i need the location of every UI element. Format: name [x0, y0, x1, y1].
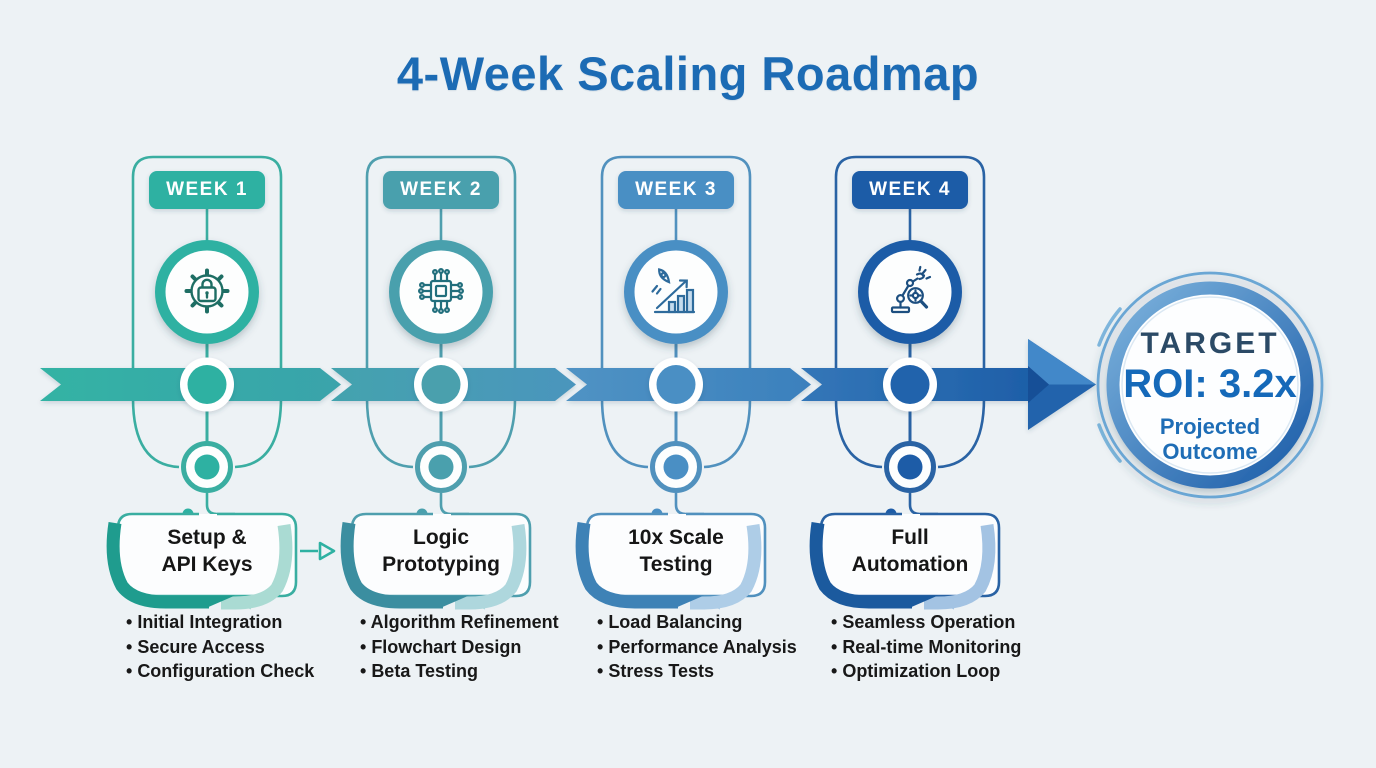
task-item: Algorithm Refinement [360, 610, 610, 635]
milestone-line: Automation [851, 553, 969, 576]
target-text-block: TARGET ROI: 3.2x Projected Outcome [1100, 327, 1320, 464]
week-2-milestone-label: Logic Prototyping [351, 524, 531, 578]
task-item: Real-time Monitoring [831, 635, 1081, 660]
target-subtitle: Projected Outcome [1159, 414, 1261, 464]
task-item: Configuration Check [126, 659, 376, 684]
week-4-task-list: Seamless Operation Real-time Monitoring … [831, 610, 1081, 684]
milestone-line: Full [891, 526, 929, 549]
week-2-badge: WEEK 2 [400, 179, 482, 200]
week-1-milestone-label: Setup & API Keys [117, 524, 297, 578]
milestone-boxes [106, 512, 1001, 610]
week-3-task-list: Load Balancing Performance Analysis Stre… [597, 610, 847, 684]
week-2-frame [365, 155, 517, 398]
task-item: Stress Tests [597, 659, 847, 684]
week-1-frame [131, 155, 283, 398]
task-item: Beta Testing [360, 659, 610, 684]
task-item: Secure Access [126, 635, 376, 660]
task-item: Optimization Loop [831, 659, 1081, 684]
rocket-growth-icon [651, 268, 696, 314]
week-4-column [834, 155, 986, 469]
target-badge [1096, 271, 1324, 499]
milestone-line: 10x Scale [628, 526, 724, 549]
milestone-line: Logic [413, 526, 469, 549]
week-4-frame [834, 155, 986, 398]
task-item: Seamless Operation [831, 610, 1081, 635]
week-2-badge-shape [383, 171, 499, 209]
milestone-line: Prototyping [382, 553, 500, 576]
timeline-arrow [40, 339, 1096, 430]
task-item: Performance Analysis [597, 635, 847, 660]
target-label: TARGET [1140, 327, 1280, 360]
milestone-line: Testing [639, 553, 713, 576]
week-3-badge: WEEK 3 [635, 179, 717, 200]
week-1-task-list: Initial Integration Secure Access Config… [126, 610, 376, 684]
milestone-line: Setup & [167, 526, 247, 549]
week-3-milestone-label: 10x Scale Testing [586, 524, 766, 578]
task-item: Initial Integration [126, 610, 376, 635]
milestone-nodes [181, 441, 938, 520]
week-2-column [365, 155, 517, 469]
task-item: Load Balancing [597, 610, 847, 635]
week-4-badge: WEEK 4 [869, 179, 951, 200]
target-roi-value: ROI: 3.2x [1123, 362, 1297, 406]
week-1-frame-curve-left [131, 397, 180, 469]
week-2-task-list: Algorithm Refinement Flowchart Design Be… [360, 610, 610, 684]
gear-lock-icon [184, 268, 230, 314]
circuit-chip-icon [417, 267, 464, 314]
week-4-badge-shape [852, 171, 968, 209]
week-1-column [131, 155, 283, 469]
week-1-badge: WEEK 1 [166, 179, 248, 200]
timeline-nodes [180, 357, 937, 412]
week-3-badge-shape [618, 171, 734, 209]
week-1-frame-curve-right [234, 397, 283, 469]
week-3-frame [600, 155, 752, 398]
task-item: Flowchart Design [360, 635, 610, 660]
week-1-badge-shape [149, 171, 265, 209]
week-4-milestone-label: Full Automation [820, 524, 1000, 578]
milestone-line: API Keys [161, 553, 253, 576]
page-title: 4-Week Scaling Roadmap [396, 47, 980, 100]
next-step-arrow-icon [300, 541, 336, 561]
robot-arm-icon [890, 265, 932, 314]
